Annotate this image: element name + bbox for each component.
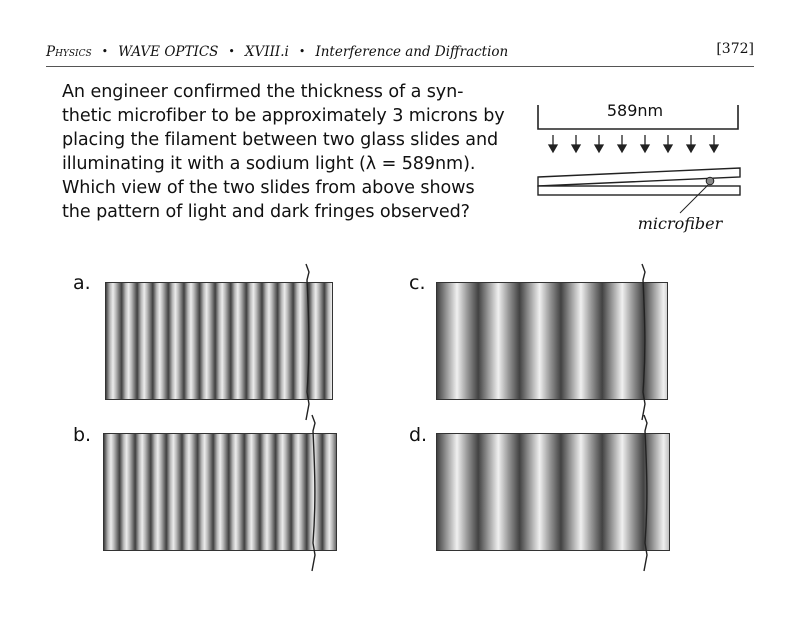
question-line: placing the filament between two glass s… bbox=[62, 130, 499, 150]
option-b-fringe-pattern[interactable] bbox=[103, 433, 337, 551]
question-line: thetic microfiber to be approximately 3 … bbox=[62, 106, 505, 126]
option-c-fringe-pattern[interactable] bbox=[436, 282, 668, 400]
question-line: An engineer confirmed the thickness of a… bbox=[62, 82, 464, 102]
option-a-label[interactable]: a. bbox=[73, 272, 91, 294]
chapter-label: WAVE OPTICS bbox=[118, 44, 219, 60]
microfiber-line bbox=[311, 414, 316, 572]
option-b-label[interactable]: b. bbox=[73, 424, 92, 446]
option-d-fringe-pattern[interactable] bbox=[436, 433, 670, 551]
subject-label: Physics bbox=[46, 44, 92, 60]
question-line: the pattern of light and dark fringes ob… bbox=[62, 202, 470, 222]
question-text: An engineer confirmed the thickness of a… bbox=[62, 80, 522, 224]
option-d-label[interactable]: d. bbox=[409, 424, 428, 446]
microfiber-marker bbox=[705, 176, 715, 186]
page-number: [372] bbox=[716, 41, 754, 57]
microfiber-pointer bbox=[679, 184, 709, 214]
option-c-label[interactable]: c. bbox=[409, 272, 426, 294]
microfiber-line bbox=[305, 263, 310, 421]
slides-diagram: 589nm microfiber bbox=[537, 101, 741, 233]
bottom-slide bbox=[537, 185, 741, 196]
microfiber-label: microfiber bbox=[638, 214, 724, 233]
separator-bullet: • bbox=[298, 45, 306, 58]
separator-bullet: • bbox=[228, 45, 235, 58]
page-header: Physics • WAVE OPTICS • XVIII.i • Interference… bbox=[46, 41, 754, 67]
question-line: illuminating it with a sodium light (λ =… bbox=[62, 154, 476, 174]
top-slide bbox=[537, 167, 741, 187]
topic-label: Interference and Diffraction bbox=[315, 44, 509, 60]
breadcrumb: Physics • WAVE OPTICS • XVIII.i • Interference… bbox=[46, 44, 508, 60]
wavelength-label: 589nm bbox=[607, 101, 663, 120]
separator-bullet: • bbox=[101, 45, 109, 58]
light-source-bracket bbox=[537, 105, 739, 130]
question-line: Which view of the two slides from above … bbox=[62, 178, 475, 198]
microfiber-line bbox=[641, 263, 646, 421]
option-a-fringe-pattern[interactable] bbox=[105, 282, 333, 400]
light-arrows bbox=[547, 135, 720, 154]
section-label: XVIII.i bbox=[244, 44, 289, 60]
microfiber-line bbox=[643, 414, 648, 572]
